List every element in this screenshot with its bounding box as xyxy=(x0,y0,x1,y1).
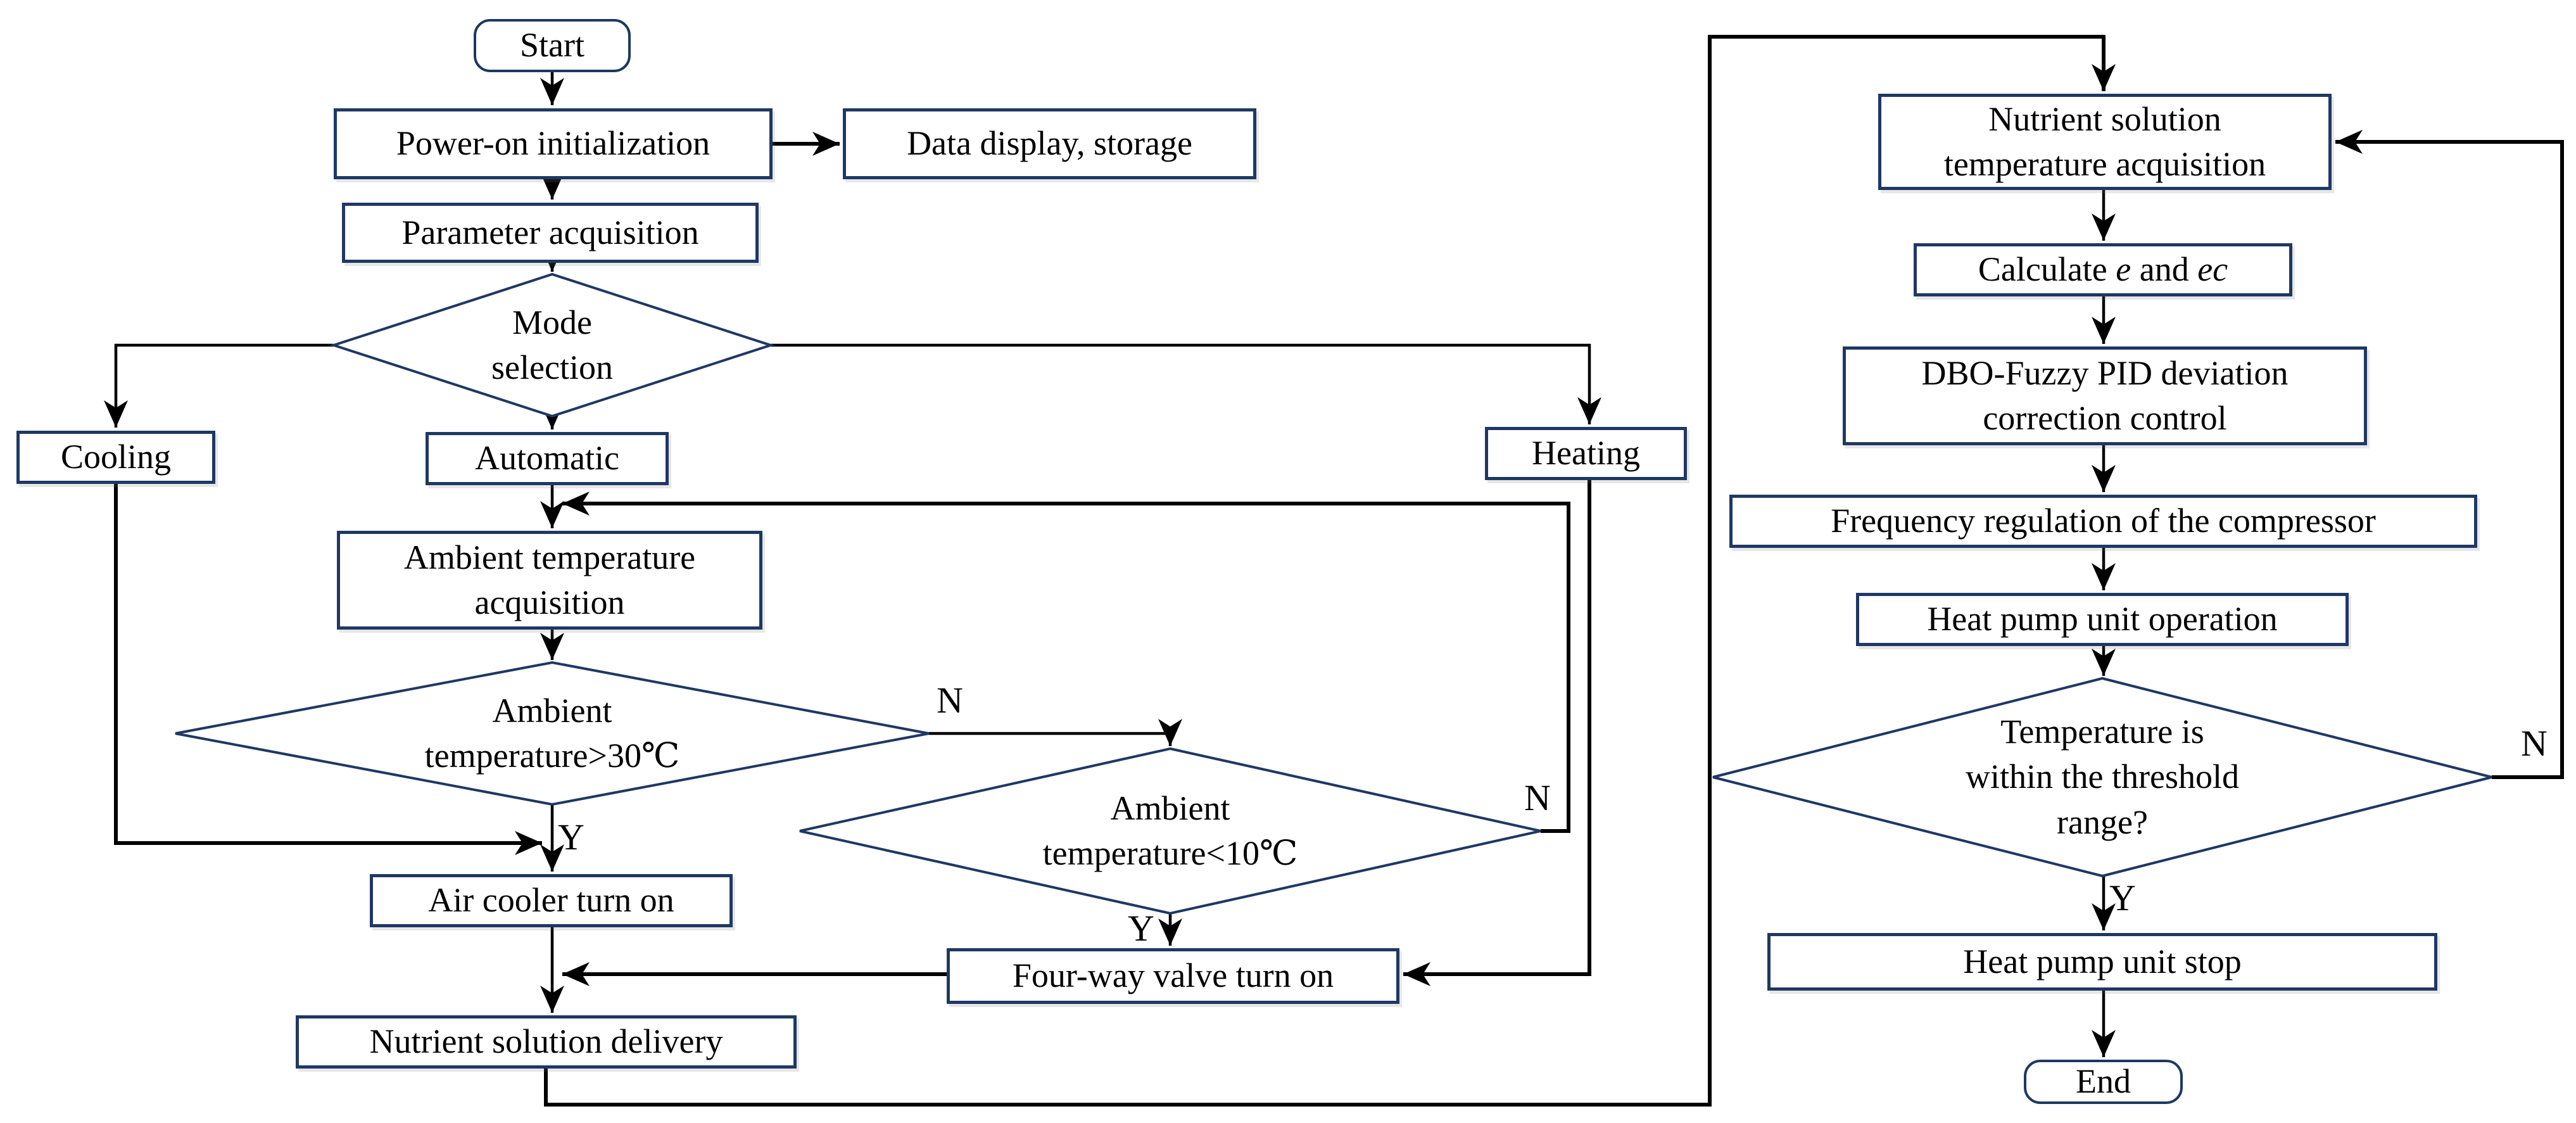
node-label-automatic: Automatic xyxy=(475,436,619,481)
node-label-calculate-e-ec: Calculate e and ec xyxy=(1978,247,2228,292)
node-nutrient-temp-acq: Nutrient solution temperature acquisition xyxy=(1878,94,2332,190)
node-label-data-display: Data display, storage xyxy=(907,121,1192,166)
edge-lt10-N-loop xyxy=(562,492,1570,833)
branch-label-gt30-Y-label: Y xyxy=(558,816,584,858)
branch-label-threshold-N-label: N xyxy=(2521,723,2548,764)
edge-mode-to-heating xyxy=(771,343,1601,424)
decision-shape-ambient-gt30 xyxy=(175,661,930,806)
label-line: Data display, storage xyxy=(907,124,1192,163)
edge-heating-to-fourway xyxy=(1403,480,1591,986)
node-mode-selection: Mode selection xyxy=(334,274,771,416)
node-label-power-on: Power-on initialization xyxy=(396,121,710,166)
label-line: temperature<10℃ xyxy=(1042,834,1298,872)
node-four-way-valve: Four-way valve turn on xyxy=(947,948,1399,1004)
label-line: temperature>30℃ xyxy=(424,737,680,775)
label-line: Ambient xyxy=(492,691,612,730)
node-end: End xyxy=(2024,1060,2183,1104)
decision-shape-temp-threshold xyxy=(1712,676,2492,878)
label-line: Mode xyxy=(512,303,592,341)
label-line: Start xyxy=(520,26,584,65)
node-label-heat-pump-op: Heat pump unit operation xyxy=(1927,597,2277,642)
node-label-ambient-gt30: Ambient temperature>30℃ xyxy=(425,688,680,779)
branch-label-lt10-N-label: N xyxy=(1524,777,1551,818)
node-temp-threshold: Temperature is within the threshold range? xyxy=(1713,678,2492,876)
edge-delivery-to-nutrientacq xyxy=(544,35,2116,1107)
decision-shape-mode-selection xyxy=(329,272,775,418)
label-line: Frequency regulation of the compressor xyxy=(1831,502,2376,540)
node-label-cooling: Cooling xyxy=(61,435,171,479)
label-line: Ambient temperature xyxy=(403,538,696,576)
node-label-start: Start xyxy=(520,23,584,68)
node-label-temp-threshold: Temperature is within the threshold range? xyxy=(1966,709,2239,845)
label-part: e xyxy=(2116,250,2131,289)
node-heat-pump-stop: Heat pump unit stop xyxy=(1767,933,2437,991)
node-label-heating: Heating xyxy=(1532,431,1640,476)
label-line: within the threshold xyxy=(1966,758,2239,796)
label-line: Heat pump unit operation xyxy=(1927,600,2278,638)
node-start: Start xyxy=(474,19,631,72)
node-heating: Heating xyxy=(1485,427,1687,480)
node-label-parameter-acq: Parameter acquisition xyxy=(401,210,698,255)
node-heat-pump-op: Heat pump unit operation xyxy=(1856,593,2349,646)
edge-gt30-N-to-lt10 xyxy=(929,719,1182,746)
label-line: Heat pump unit stop xyxy=(1963,942,2242,980)
label-line: Automatic xyxy=(475,439,619,478)
label-line: selection xyxy=(491,348,613,386)
label-line: Nutrient solution xyxy=(1988,99,2221,138)
label-line: DBO-Fuzzy PID deviation xyxy=(1921,353,2289,392)
label-line: Four-way valve turn on xyxy=(1012,956,1334,995)
branch-label-gt30-N-label: N xyxy=(937,680,963,721)
edge-cooling-to-junction xyxy=(114,484,542,855)
label-line: Heating xyxy=(1532,434,1640,473)
label-part: Calculate xyxy=(1978,250,2116,289)
label-line: Power-on initialization xyxy=(396,124,710,163)
label-part: ec xyxy=(2197,250,2228,289)
node-ambient-lt10: Ambient temperature<10℃ xyxy=(800,749,1541,913)
node-label-ambient-acq: Ambient temperature acquisition xyxy=(404,535,695,626)
label-line: range? xyxy=(2057,803,2148,841)
node-label-end: End xyxy=(2076,1059,2131,1104)
label-line: temperature acquisition xyxy=(1943,145,2266,183)
label-line: Nutrient solution delivery xyxy=(369,1022,723,1061)
node-label-dbo-fuzzy-pid: DBO-Fuzzy PID deviation correction contro… xyxy=(1922,351,2289,441)
node-freq-regulation: Frequency regulation of the compressor xyxy=(1729,495,2477,548)
label-line: Parameter acquisition xyxy=(401,213,699,251)
label-line: Ambient xyxy=(1110,789,1230,827)
edge-threshold-N-feedback xyxy=(2335,130,2564,779)
node-label-heat-pump-stop: Heat pump unit stop xyxy=(1963,939,2241,984)
node-calculate-e-ec: Calculate e and ec xyxy=(1914,243,2292,296)
node-ambient-acq: Ambient temperature acquisition xyxy=(337,531,762,630)
node-air-cooler: Air cooler turn on xyxy=(370,874,733,927)
node-dbo-fuzzy-pid: DBO-Fuzzy PID deviation correction contro… xyxy=(1843,346,2367,445)
branch-label-threshold-Y-label: Y xyxy=(2109,877,2136,918)
label-line: Air cooler turn on xyxy=(428,881,674,920)
node-cooling: Cooling xyxy=(16,431,215,484)
node-label-mode-selection: Mode selection xyxy=(491,300,613,391)
node-parameter-acq: Parameter acquisition xyxy=(342,203,759,263)
label-line: correction control xyxy=(1983,399,2227,437)
branch-label-lt10-Y-label: Y xyxy=(1128,908,1154,949)
node-label-four-way-valve: Four-way valve turn on xyxy=(1013,953,1334,998)
label-line: End xyxy=(2076,1062,2131,1101)
node-data-display: Data display, storage xyxy=(843,108,1256,179)
node-label-nutrient-temp-acq: Nutrient solution temperature acquisition xyxy=(1944,97,2266,187)
node-ambient-gt30: Ambient temperature>30℃ xyxy=(175,663,929,804)
node-automatic: Automatic xyxy=(426,432,669,485)
label-line: Temperature is xyxy=(2000,713,2204,751)
node-label-ambient-lt10: Ambient temperature<10℃ xyxy=(1043,786,1298,877)
node-label-air-cooler: Air cooler turn on xyxy=(428,878,674,923)
label-part: and xyxy=(2131,250,2198,289)
node-label-freq-regulation: Frequency regulation of the compressor xyxy=(1831,498,2376,543)
edge-mode-to-cooling xyxy=(104,343,334,428)
label-line: Cooling xyxy=(60,438,172,476)
decision-shape-ambient-lt10 xyxy=(799,747,1541,915)
label-line: acquisition xyxy=(474,583,625,621)
node-label-nutrient-delivery: Nutrient solution delivery xyxy=(370,1019,723,1064)
node-power-on: Power-on initialization xyxy=(334,108,773,179)
node-nutrient-delivery: Nutrient solution delivery xyxy=(296,1015,797,1069)
